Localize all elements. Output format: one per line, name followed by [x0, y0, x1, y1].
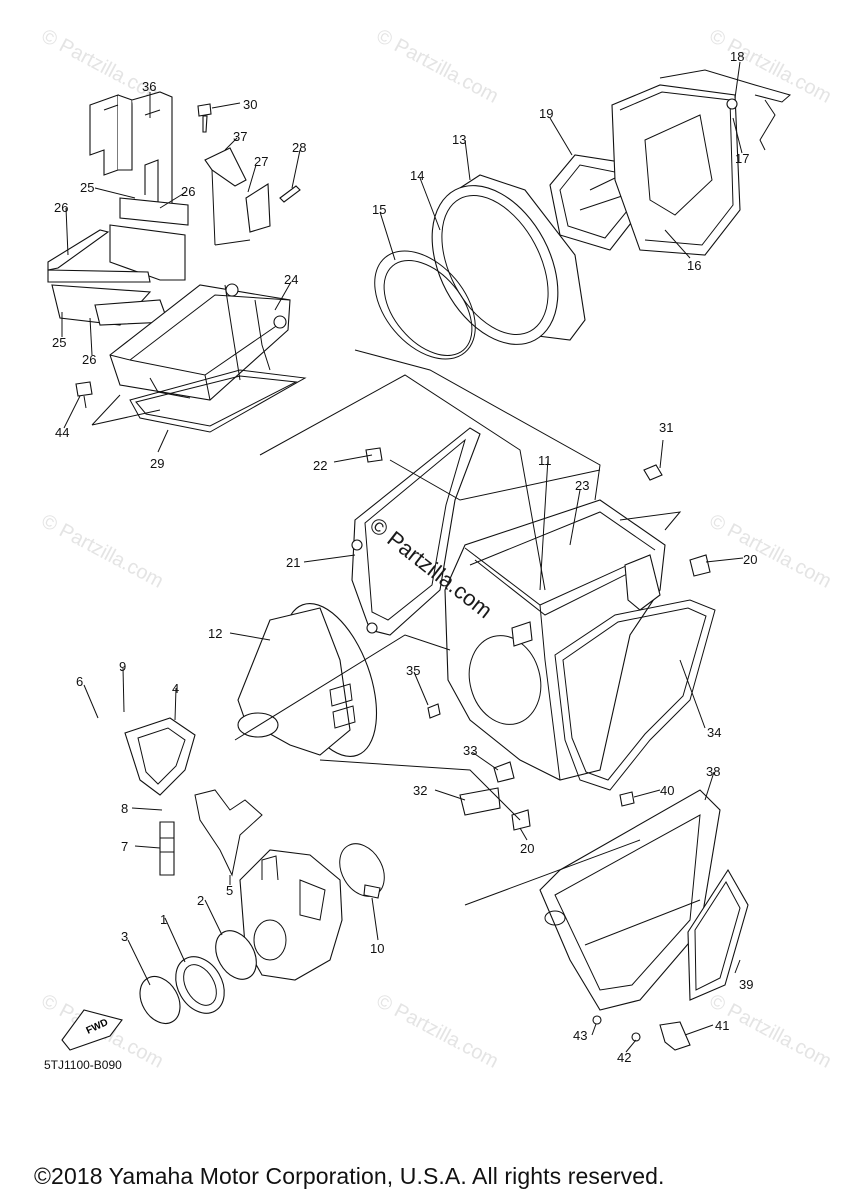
- part-labels: 1 2 3 4 5 6 7 8 9 10 11 12 13 14 15 16 1…: [52, 49, 757, 1065]
- part-14-filter: [431, 185, 559, 345]
- label-7: 7: [121, 839, 128, 854]
- label-14: 14: [410, 168, 424, 183]
- part-12-air-boot: [237, 603, 378, 757]
- label-35: 35: [406, 663, 420, 678]
- label-26-c: 26: [82, 352, 96, 367]
- small-hardware-middle: [365, 447, 711, 831]
- label-32: 32: [413, 783, 427, 798]
- label-43: 43: [573, 1028, 587, 1043]
- label-2: 2: [197, 893, 204, 908]
- watermark: © Partzilla.com: [38, 510, 167, 593]
- copyright-notice: ©2018 Yamaha Motor Corporation, U.S.A. A…: [34, 1163, 665, 1189]
- bottom-right-fasteners: [592, 791, 691, 1051]
- label-28: 28: [292, 140, 306, 155]
- label-26-b: 26: [54, 200, 68, 215]
- part-24-tool-box: [109, 283, 291, 401]
- assembly-lines: [91, 169, 701, 946]
- part-10-clamp: [339, 843, 385, 899]
- label-6: 6: [76, 674, 83, 689]
- part-16-duct: [611, 84, 741, 256]
- label-12: 12: [208, 626, 222, 641]
- label-16: 16: [687, 258, 701, 273]
- label-18: 18: [730, 49, 744, 64]
- label-13: 13: [452, 132, 466, 147]
- label-8: 8: [121, 801, 128, 816]
- label-40: 40: [660, 783, 674, 798]
- watermark: © Partzilla.com: [373, 990, 502, 1073]
- fasteners-top-left: [75, 103, 301, 409]
- label-3: 3: [121, 929, 128, 944]
- part-36-guide: [89, 91, 173, 211]
- label-15: 15: [372, 202, 386, 217]
- watermark: © Partzilla.com: [373, 25, 502, 108]
- label-26: 26: [181, 184, 195, 199]
- label-20: 20: [743, 552, 757, 567]
- label-44: 44: [55, 425, 69, 440]
- label-42: 42: [617, 1050, 631, 1065]
- label-25-b: 25: [52, 335, 66, 350]
- part-26-pads: [47, 197, 189, 326]
- watermark: © Partzilla.com: [706, 510, 835, 593]
- label-33: 33: [463, 743, 477, 758]
- parts-1-2-3-joints: [139, 930, 257, 1024]
- fwd-arrow: FWD: [61, 1009, 123, 1051]
- label-1: 1: [160, 912, 167, 927]
- label-29: 29: [150, 456, 164, 471]
- label-19: 19: [539, 106, 553, 121]
- label-10: 10: [370, 941, 384, 956]
- part-21-side-cover: [351, 427, 481, 636]
- label-22: 22: [313, 458, 327, 473]
- label-41: 41: [715, 1018, 729, 1033]
- label-5: 5: [226, 883, 233, 898]
- label-30: 30: [243, 97, 257, 112]
- diagram-code: 5TJ1100-B090: [44, 1058, 122, 1072]
- label-27: 27: [254, 154, 268, 169]
- label-24: 24: [284, 272, 298, 287]
- label-23: 23: [575, 478, 589, 493]
- part-39-plate: [687, 868, 749, 1001]
- part-7-pipe: [159, 821, 175, 876]
- part-15-clamp-ring: [374, 250, 476, 360]
- label-34: 34: [707, 725, 721, 740]
- label-39: 39: [739, 977, 753, 992]
- label-31: 31: [659, 420, 673, 435]
- label-25: 25: [80, 180, 94, 195]
- part-5-hose: [194, 789, 263, 877]
- label-38: 38: [706, 764, 720, 779]
- label-4: 4: [172, 681, 179, 696]
- label-17: 17: [735, 151, 749, 166]
- part-34-gasket: [554, 599, 716, 791]
- label-20-b: 20: [520, 841, 534, 856]
- part-18-strap: [659, 69, 792, 151]
- part-4-reed: [124, 717, 196, 796]
- label-9: 9: [119, 659, 126, 674]
- label-36: 36: [142, 79, 156, 94]
- label-21: 21: [286, 555, 300, 570]
- label-11: 11: [538, 453, 552, 468]
- label-37: 37: [233, 129, 247, 144]
- part-11-air-box: [444, 499, 666, 781]
